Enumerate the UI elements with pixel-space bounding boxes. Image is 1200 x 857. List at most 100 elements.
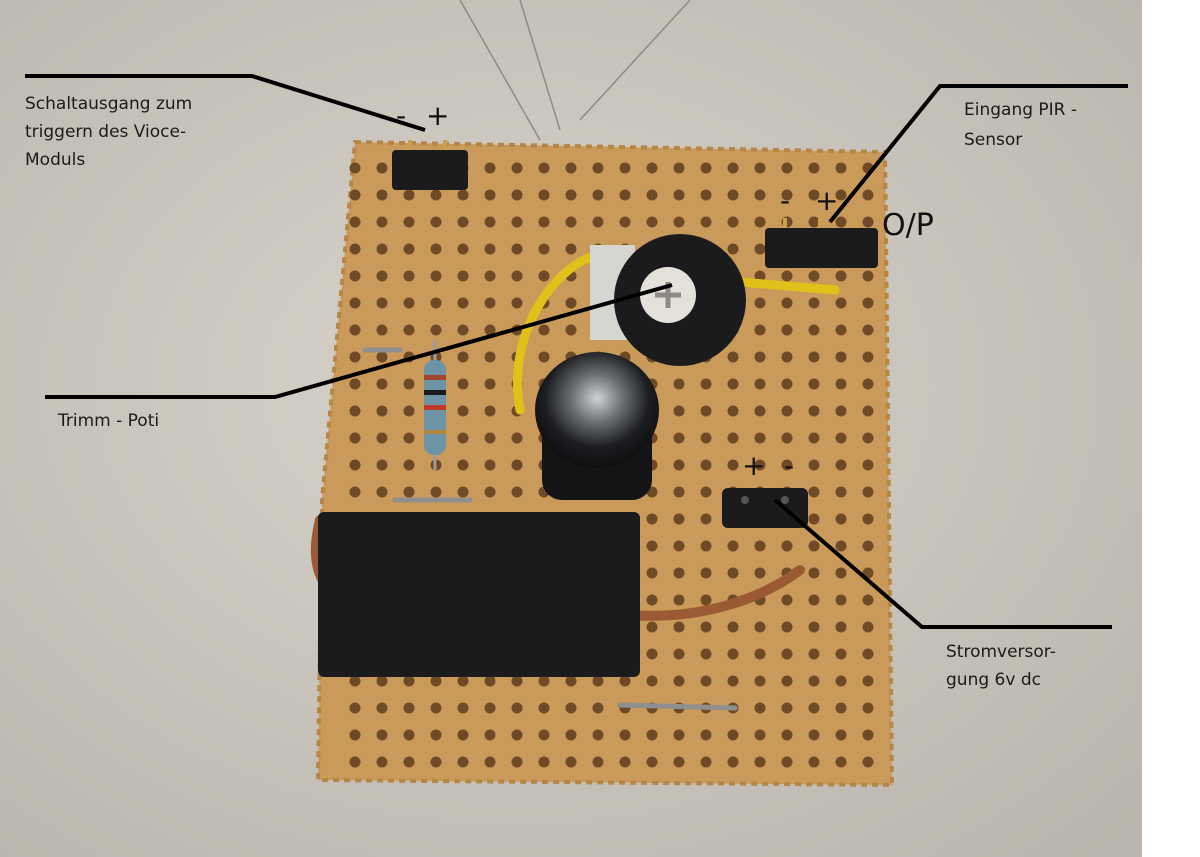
board-hole (781, 594, 793, 606)
board-hole (430, 729, 442, 741)
board-hole (538, 675, 550, 687)
pir-plus-mark: + (815, 184, 838, 217)
board-hole (376, 675, 388, 687)
board-hole (808, 432, 820, 444)
board-hole (376, 702, 388, 714)
board-hole (727, 351, 739, 363)
board-hole (727, 621, 739, 633)
board-hole (592, 189, 604, 201)
board-hole (835, 162, 847, 174)
board-hole (700, 405, 712, 417)
board-hole (808, 486, 820, 498)
board-hole (862, 594, 874, 606)
board-hole (646, 648, 658, 660)
board-hole (484, 162, 496, 174)
board-hole (511, 432, 523, 444)
board-hole (781, 621, 793, 633)
board-hole (538, 351, 550, 363)
board-hole (754, 540, 766, 552)
svg-text:Stromversor-: Stromversor- (946, 642, 1056, 662)
board-hole (835, 702, 847, 714)
board-hole (862, 486, 874, 498)
board-hole (646, 729, 658, 741)
board-hole (727, 378, 739, 390)
board-hole (862, 621, 874, 633)
board-hole (511, 729, 523, 741)
board-hole (673, 513, 685, 525)
board-hole (646, 756, 658, 768)
board-hole (403, 270, 415, 282)
board-hole (484, 243, 496, 255)
board-hole (808, 729, 820, 741)
board-hole (727, 648, 739, 660)
label-power: Stromversor- gung 6v dc (946, 642, 1056, 690)
board-hole (349, 270, 361, 282)
svg-text:Sensor: Sensor (964, 130, 1022, 150)
board-hole (619, 729, 631, 741)
board-hole (511, 486, 523, 498)
svg-text:Schaltausgang zum: Schaltausgang zum (25, 94, 192, 114)
board-hole (565, 243, 577, 255)
label-pir-input: Eingang PIR - Sensor (964, 100, 1077, 150)
board-hole (457, 243, 469, 255)
board-hole (349, 486, 361, 498)
board-hole (403, 324, 415, 336)
board-hole (376, 216, 388, 228)
board-hole (376, 243, 388, 255)
white-margin (1142, 0, 1200, 857)
board-hole (727, 675, 739, 687)
board-hole (376, 405, 388, 417)
board-hole (565, 756, 577, 768)
board-hole (673, 216, 685, 228)
board-hole (700, 513, 712, 525)
board-hole (754, 243, 766, 255)
board-hole (484, 324, 496, 336)
board-hole (835, 594, 847, 606)
board-hole (538, 729, 550, 741)
annotation-lines (25, 74, 1128, 629)
board-hole (700, 621, 712, 633)
board-hole (808, 513, 820, 525)
board-hole (457, 405, 469, 417)
board-hole (862, 540, 874, 552)
board-hole (835, 378, 847, 390)
switch-output-leader (25, 74, 426, 132)
pir-output-mark: O/P (882, 208, 934, 243)
board-hole (862, 513, 874, 525)
board-hole (781, 729, 793, 741)
board-hole (538, 270, 550, 282)
board-hole (646, 621, 658, 633)
board-hole (781, 324, 793, 336)
svg-text:Moduls: Moduls (25, 150, 85, 170)
board-hole (349, 216, 361, 228)
board-hole (673, 405, 685, 417)
board-hole (673, 162, 685, 174)
board-hole (592, 216, 604, 228)
board-hole (835, 675, 847, 687)
board-hole (700, 567, 712, 579)
board-hole (592, 162, 604, 174)
board-hole (700, 432, 712, 444)
board-hole (808, 567, 820, 579)
board-hole (403, 702, 415, 714)
board-hole (781, 162, 793, 174)
board-hole (835, 540, 847, 552)
board-hole (808, 540, 820, 552)
board-hole (808, 351, 820, 363)
board-hole (349, 324, 361, 336)
trimmer-leader (45, 283, 673, 399)
board-hole (862, 675, 874, 687)
board-hole (430, 243, 442, 255)
board-hole (457, 432, 469, 444)
board-hole (808, 270, 820, 282)
board-hole (376, 432, 388, 444)
board-hole (430, 324, 442, 336)
board-hole (349, 675, 361, 687)
board-hole (835, 756, 847, 768)
board-hole (430, 216, 442, 228)
board-hole (835, 189, 847, 201)
board-hole (781, 459, 793, 471)
yellow-wire (513, 250, 840, 415)
board-hole (727, 459, 739, 471)
